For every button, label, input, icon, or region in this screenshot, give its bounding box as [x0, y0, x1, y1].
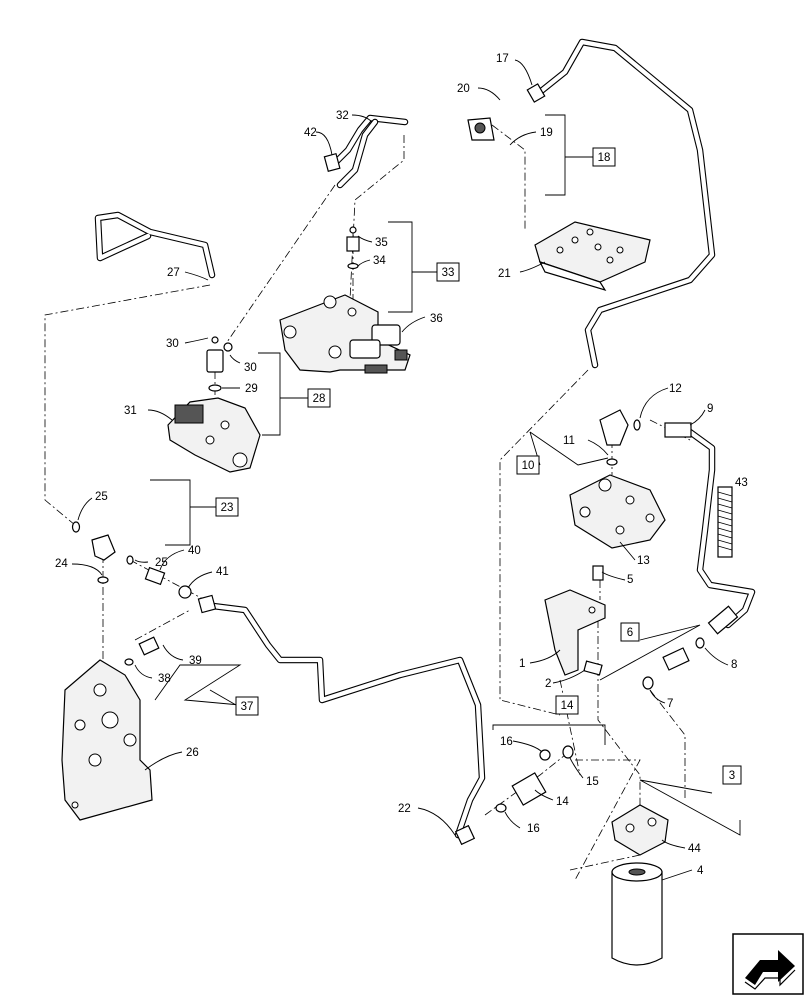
elbow-fitting-25: [71, 521, 134, 584]
next-page-arrow-icon[interactable]: [732, 933, 804, 995]
callout-33: 33: [442, 267, 455, 279]
pipes: [94, 38, 756, 839]
callout-box-18: [592, 147, 616, 167]
callout-30-b: 30: [244, 362, 257, 374]
callout-14-group: 14: [561, 700, 574, 712]
callout-6: 6: [627, 627, 633, 639]
callout-box-6: [620, 622, 640, 642]
fitting-20: [467, 117, 495, 141]
callout-1: 1: [519, 658, 525, 670]
callout-18: 18: [598, 152, 611, 164]
callout-28: 28: [313, 393, 326, 405]
callout-22: 22: [398, 803, 411, 815]
callout-box-33: [436, 262, 460, 282]
hose-end-9: [664, 422, 692, 438]
hose-end-8: [695, 605, 739, 649]
fitting-30: [206, 336, 233, 392]
nut-22: [197, 594, 476, 846]
callout-box-23: [215, 497, 239, 517]
callout-numbers: 17 20 19 21 32 42 27 35 34 36 30 30 29 3…: [55, 53, 748, 877]
callout-box-10: [516, 455, 540, 475]
callout-5: 5: [627, 574, 633, 586]
coupling-14: [495, 745, 574, 813]
fitting-40: [144, 566, 166, 586]
callout-25-b: 25: [155, 557, 168, 569]
callout-10: 10: [522, 460, 535, 472]
leader-lines: [71, 59, 729, 881]
callout-38: 38: [158, 673, 171, 685]
callout-11: 11: [563, 435, 575, 447]
callout-36: 36: [430, 313, 443, 325]
callout-43: 43: [735, 477, 748, 489]
bolt-5: [592, 565, 604, 581]
callout-39: 39: [189, 655, 202, 667]
callout-30: 30: [166, 338, 179, 350]
callout-21: 21: [498, 268, 511, 280]
bolt-2: [583, 660, 603, 676]
filter-4: [611, 862, 663, 966]
callout-40: 40: [188, 545, 201, 557]
filter-head-44: [611, 804, 669, 856]
callout-16-b: 16: [527, 823, 540, 835]
callout-12: 12: [669, 383, 682, 395]
callout-13: 13: [637, 555, 650, 567]
pump-body-26: [61, 659, 153, 821]
callout-31: 31: [124, 405, 137, 417]
callout-14: 14: [556, 796, 569, 808]
callout-17: 17: [496, 53, 509, 65]
callout-25: 25: [95, 491, 108, 503]
callout-20: 20: [457, 83, 470, 95]
callout-41: 41: [216, 566, 229, 578]
callout-42: 42: [304, 127, 317, 139]
callout-box-28: [307, 388, 331, 408]
nut-17: [526, 83, 546, 103]
alignment-lines: [44, 124, 691, 881]
callout-15: 15: [586, 776, 599, 788]
callout-box-14: [555, 695, 579, 715]
valve-plate-21: [534, 221, 651, 292]
callout-box-3: [722, 765, 742, 785]
callout-37: 37: [241, 701, 254, 713]
callout-8: 8: [731, 659, 737, 671]
boxed-callouts: 18 33 28 23 37 10 6 14 3: [215, 147, 742, 785]
callout-44: 44: [688, 843, 701, 855]
adapter-38: [124, 636, 160, 666]
callout-4: 4: [697, 865, 704, 877]
callout-26: 26: [186, 747, 199, 759]
group-brackets: [150, 114, 741, 836]
callout-23: 23: [221, 502, 234, 514]
valve-31: [167, 397, 261, 473]
callout-29: 29: [245, 383, 258, 395]
valve-block-36: [279, 294, 411, 374]
nut-42: [323, 152, 341, 173]
callout-3: 3: [729, 770, 735, 782]
callout-16: 16: [500, 736, 513, 748]
cap-41: [178, 585, 192, 599]
callout-7: 7: [667, 698, 673, 710]
callout-27: 27: [167, 267, 180, 279]
bracket-1: [544, 589, 606, 676]
callout-35: 35: [375, 237, 388, 249]
valve-13: [569, 474, 666, 549]
callout-2: 2: [545, 678, 551, 690]
adapter-7: [642, 647, 690, 690]
callout-19: 19: [540, 127, 553, 139]
callout-24: 24: [55, 558, 68, 570]
callout-9: 9: [707, 403, 713, 415]
callout-32: 32: [336, 110, 349, 122]
spring-guard-43: [717, 486, 733, 558]
elbow-fitting-11: [599, 409, 641, 466]
callout-34: 34: [373, 255, 386, 267]
callout-box-37: [235, 696, 259, 716]
